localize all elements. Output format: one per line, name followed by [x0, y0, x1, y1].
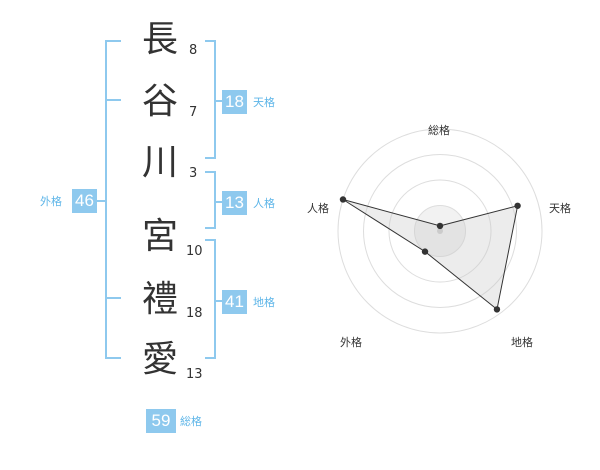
name-char-6: 愛 [141, 339, 178, 380]
name-char-5: 禮 [141, 279, 178, 320]
jinkaku-bracket [205, 171, 216, 229]
jinkaku-value-badge: 13 [222, 191, 247, 215]
chikaku-bracket [205, 239, 216, 359]
radar-axis-label-chikaku: 地格 [511, 336, 533, 349]
tenkaku-value-badge: 18 [222, 90, 247, 114]
radar-point-1 [436, 222, 444, 230]
stroke-count-1: 8 [189, 43, 198, 58]
chikaku-value-badge: 41 [222, 290, 247, 314]
soukaku-value-badge: 59 [146, 409, 176, 433]
radar-axis-label-soukaku: 総格 [428, 124, 450, 137]
radar-series-polygon [342, 199, 519, 311]
tenkaku-label: 天格 [253, 96, 275, 109]
radar-point-2 [514, 202, 521, 209]
radar-chart [337, 128, 543, 334]
name-char-1: 長 [141, 19, 178, 60]
radar-axis-label-jinkaku: 人格 [307, 202, 329, 215]
stroke-count-4: 10 [186, 244, 203, 259]
name-char-3: 川 [141, 142, 178, 183]
radar-center [437, 228, 443, 234]
gaikaku-value-badge: 46 [72, 189, 97, 213]
stroke-count-2: 7 [189, 105, 198, 120]
name-char-2: 谷 [141, 81, 178, 122]
soukaku-label: 総格 [180, 415, 202, 428]
radar-point-3 [493, 306, 501, 313]
gaikaku-bracket [105, 40, 121, 359]
radar-point-5 [339, 196, 347, 203]
radar-axis-label-gaikaku: 外格 [340, 336, 362, 349]
stroke-count-6: 13 [186, 367, 203, 382]
chikaku-label: 地格 [253, 296, 275, 309]
radar-axis-label-tenkaku: 天格 [549, 202, 571, 215]
name-char-4: 宮 [141, 216, 178, 257]
stroke-count-3: 3 [189, 166, 198, 181]
stroke-count-5: 18 [186, 306, 203, 321]
tenkaku-bracket [205, 40, 216, 159]
jinkaku-label: 人格 [253, 197, 275, 210]
radar-point-4 [421, 248, 429, 255]
gaikaku-label: 外格 [40, 195, 62, 208]
